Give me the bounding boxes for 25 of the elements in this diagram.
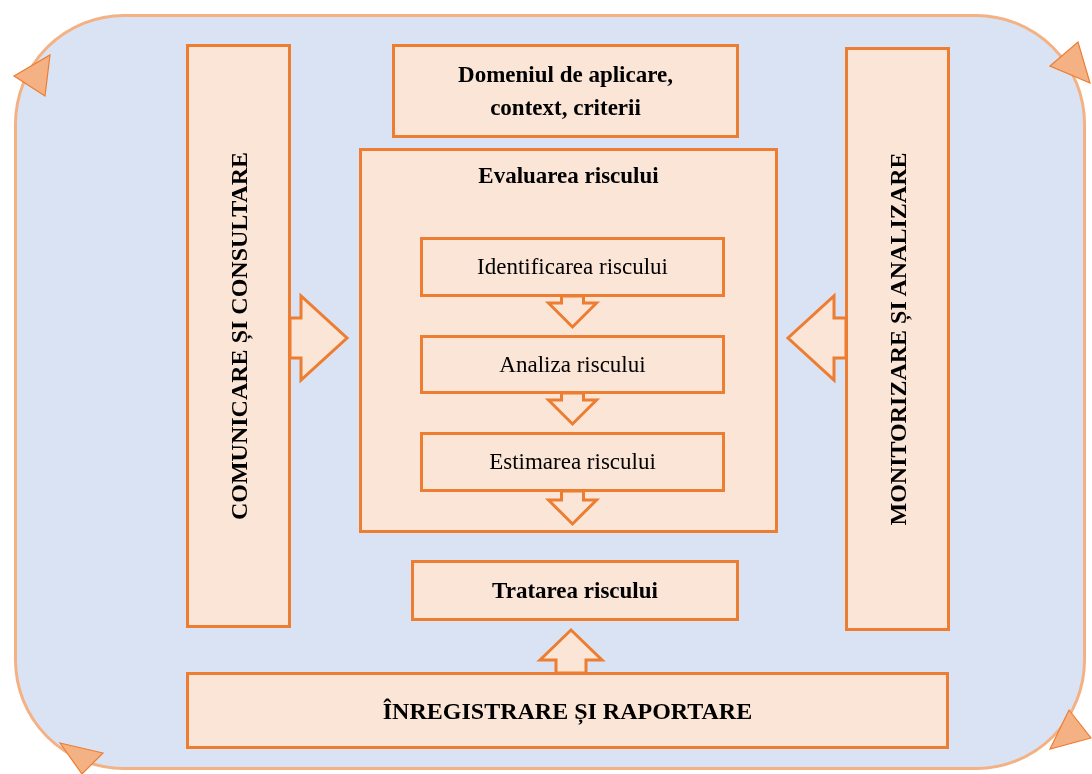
block-arrow (544, 391, 601, 427)
process-box (420, 237, 725, 297)
process-box (420, 335, 725, 394)
side-panel (186, 44, 291, 628)
group-box (359, 148, 778, 533)
block-arrow (288, 292, 350, 384)
block-arrow (544, 489, 601, 527)
box-label: Evaluarea riscului (477, 163, 660, 189)
box-label: Domeniul de aplicare, context, criterii (457, 60, 674, 122)
box-label: Estimarea riscului (488, 449, 657, 475)
box-label: MONITORIZARE ȘI ANALIZARE (884, 152, 911, 526)
box-label: Analiza riscului (498, 351, 647, 378)
process-box (411, 560, 739, 621)
box-label: Tratarea riscului (491, 577, 659, 604)
process-box (420, 432, 725, 492)
block-arrow (785, 292, 848, 384)
box-label: Identificarea riscului (476, 254, 669, 280)
block-arrow (536, 627, 606, 675)
box-label: COMUNICARE ȘI CONSULTARE (225, 151, 252, 521)
background-panel (14, 14, 1086, 770)
process-box (392, 44, 739, 138)
side-panel (845, 47, 950, 631)
banner-box (186, 672, 949, 749)
block-arrow (544, 294, 601, 330)
box-label: ÎNREGISTRARE ȘI RAPORTARE (381, 697, 754, 724)
